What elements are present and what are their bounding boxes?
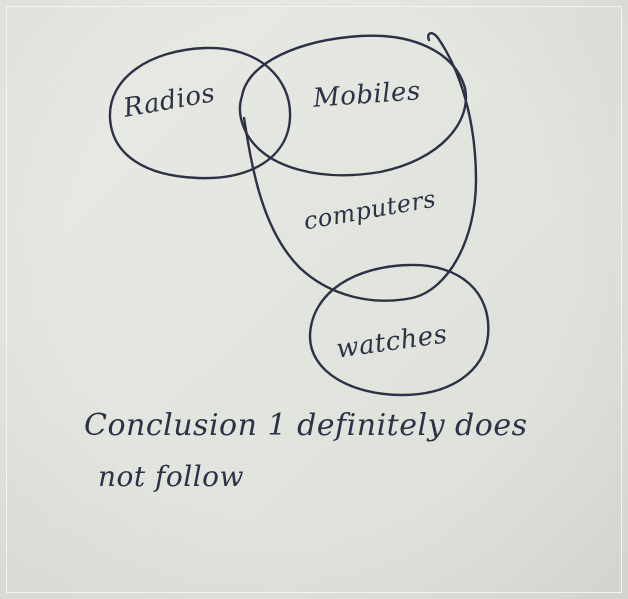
watches-circle: [308, 263, 490, 397]
computers-oval: [242, 32, 478, 302]
conclusion-text-line2: not follow: [98, 460, 244, 493]
conclusion-text-line1: Conclusion 1 definitely does: [84, 408, 528, 443]
mobiles-circle: [238, 34, 468, 177]
radios-circle: [108, 46, 292, 180]
